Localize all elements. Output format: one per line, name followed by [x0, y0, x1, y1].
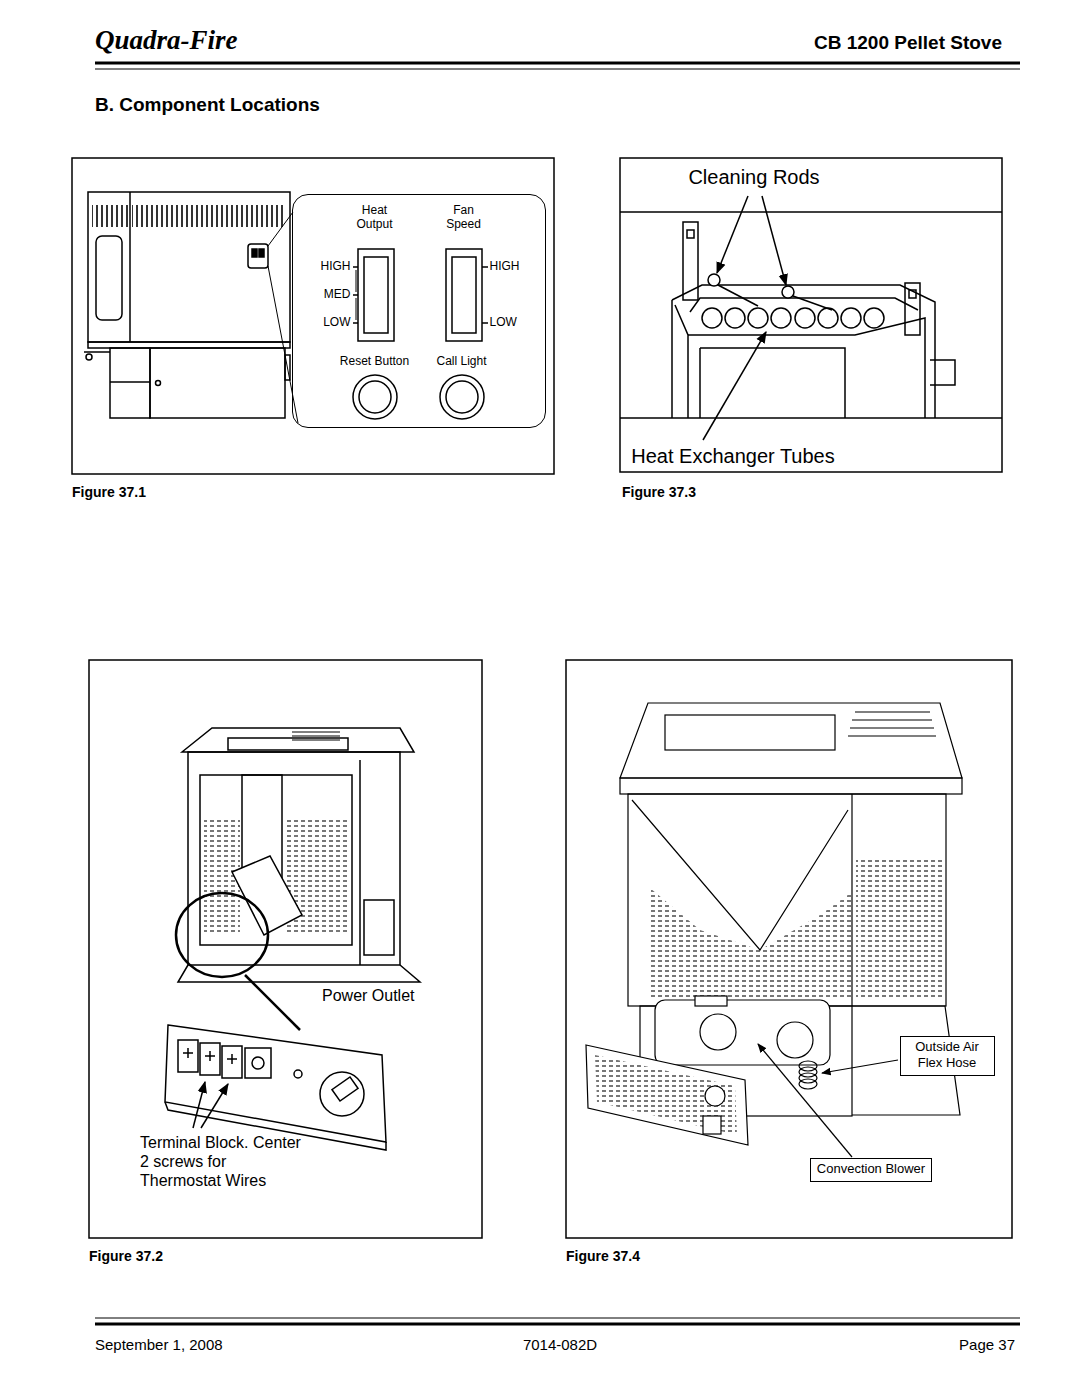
panel-label: LOW [490, 315, 538, 329]
panel-label: Fan Speed [438, 203, 490, 232]
figure-caption: Figure 37.3 [622, 484, 772, 501]
date: September 1, 2008 [95, 1336, 345, 1354]
document-number: 7014-082D [460, 1336, 660, 1354]
section-title: B. Component Locations [95, 94, 595, 117]
product-name: CB 1200 Pellet Stove [582, 32, 1002, 55]
figure-caption: Figure 37.2 [89, 1248, 239, 1265]
part-label: Power Outlet [322, 986, 462, 1005]
panel-label: Heat Output [349, 203, 401, 232]
part-label: Cleaning Rods [644, 165, 864, 189]
page-number: Page 37 [865, 1336, 1015, 1354]
figure-caption: Figure 37.4 [566, 1248, 716, 1265]
callout-text: Convection Blower [816, 1161, 926, 1177]
control-panel: Heat Output Fan SpeedHIGH MED LOW HIGH LOW Res… [292, 194, 546, 428]
part-note: Terminal Block. Center 2 screws for Ther… [140, 1133, 308, 1191]
panel-label: MED [303, 287, 351, 301]
panel-label: Call Light [422, 354, 502, 368]
panel-label: Reset Button [330, 354, 420, 368]
part-label: Heat Exchanger Tubes [583, 444, 883, 468]
brand-logo: Quadra-Fire [95, 24, 355, 56]
panel-label: LOW [303, 315, 351, 329]
panel-label: HIGH [303, 259, 351, 273]
panel-label: HIGH [490, 259, 538, 273]
callout-box: Outside Air Flex Hose [900, 1036, 995, 1076]
callout-text: Outside Air Flex Hose [906, 1039, 988, 1072]
callout-box: Convection Blower [810, 1158, 932, 1182]
figure-caption: Figure 37.1 [72, 484, 222, 501]
